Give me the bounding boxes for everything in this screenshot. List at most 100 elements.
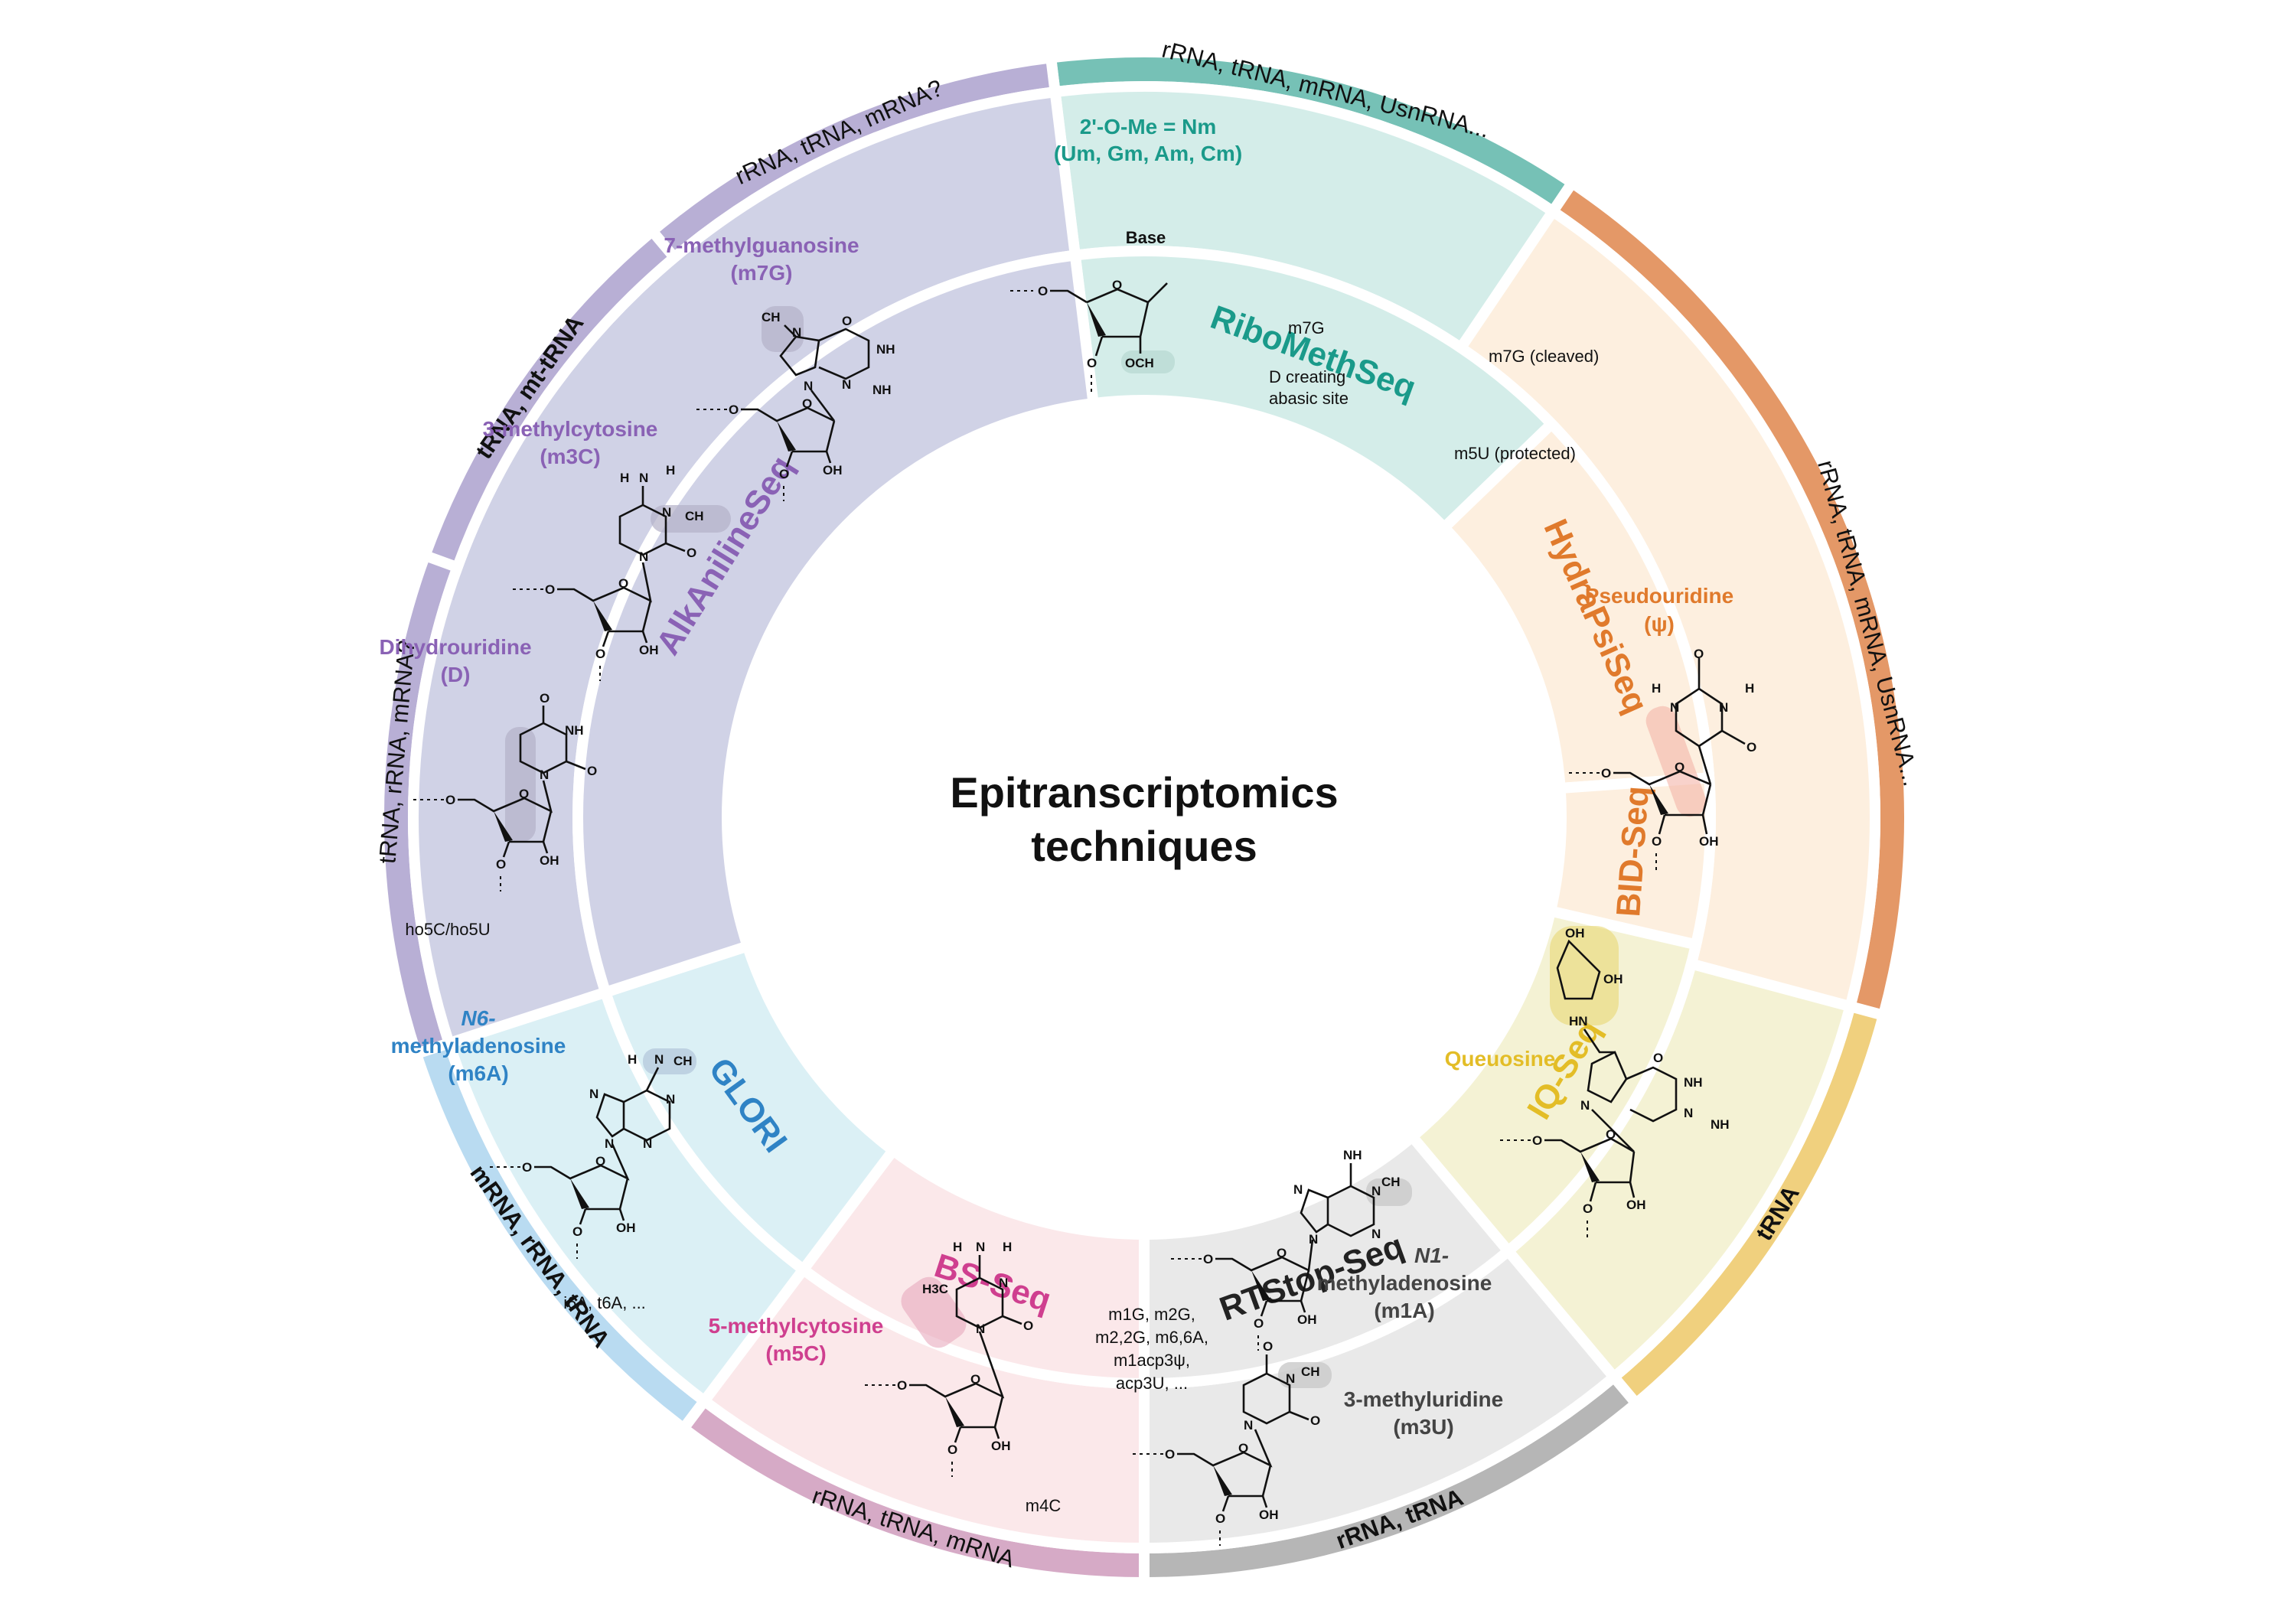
svg-text:N: N xyxy=(639,471,648,485)
dihydrouridine-structure: O NHN O O O O OH xyxy=(413,691,597,892)
svg-text:NH: NH xyxy=(1711,1117,1730,1132)
orange-mod-line2: (ψ) xyxy=(1644,612,1675,636)
gray-others-3: m1acp3ψ, xyxy=(1114,1351,1190,1370)
svg-text:O: O xyxy=(1238,1441,1248,1455)
svg-text:H: H xyxy=(1745,681,1754,696)
svg-text:H3C: H3C xyxy=(922,1282,948,1296)
wheel-sectors xyxy=(373,47,1915,1589)
svg-text:HN: HN xyxy=(1569,1014,1588,1028)
svg-text:O: O xyxy=(1746,740,1756,755)
gray-mod1-line3: (m1A) xyxy=(1374,1299,1434,1322)
svg-text:O: O xyxy=(587,764,597,778)
svg-text:O: O xyxy=(1694,647,1704,661)
teal-sector-content: 2'-O-Me = Nm (Um, Gm, Am, Cm) Base O O O… xyxy=(1010,115,1349,408)
teal-base-label: Base xyxy=(1126,228,1166,247)
svg-text:O: O xyxy=(1653,1051,1663,1065)
svg-text:O: O xyxy=(1112,278,1122,292)
svg-text:OH: OH xyxy=(540,853,559,868)
teal-mod-line2: (Um, Gm, Am, Cm) xyxy=(1054,142,1242,165)
svg-text:O: O xyxy=(540,691,550,706)
svg-text:O: O xyxy=(842,314,852,328)
svg-text:O: O xyxy=(779,467,789,481)
gray-others-4: acp3U, ... xyxy=(1116,1374,1188,1393)
gray-others-1: m1G, m2G, xyxy=(1108,1305,1195,1324)
svg-text:N: N xyxy=(1244,1418,1253,1433)
svg-text:O: O xyxy=(1038,284,1048,298)
purple-note: ho5C/ho5U xyxy=(405,920,490,939)
tech-label-bidseq: BID-Seq xyxy=(1609,785,1656,918)
svg-text:O: O xyxy=(1254,1316,1264,1331)
yellow-mod: Queuosine xyxy=(1445,1047,1556,1071)
svg-text:O: O xyxy=(1583,1201,1593,1216)
svg-text:O: O xyxy=(618,576,628,591)
purple-mod3-line2: (D) xyxy=(441,663,471,686)
svg-text:CH: CH xyxy=(673,1054,693,1068)
svg-text:N: N xyxy=(1286,1371,1295,1386)
center-title-line2: techniques xyxy=(1031,822,1257,870)
blue-mod-line2: methyladenosine xyxy=(391,1034,566,1058)
svg-text:N: N xyxy=(999,1276,1008,1290)
svg-text:H: H xyxy=(953,1240,962,1254)
blue-mod-line3: (m6A) xyxy=(448,1061,508,1085)
orange-note-m7g: m7G (cleaved) xyxy=(1489,347,1599,366)
purple-mod3-line1: Dihydrouridine xyxy=(379,635,531,659)
svg-text:NH: NH xyxy=(876,342,895,357)
purple-mod1-line1: 7-methylguanosine xyxy=(664,233,859,257)
svg-text:O: O xyxy=(1277,1246,1287,1260)
svg-text:N: N xyxy=(1684,1106,1693,1120)
svg-text:H: H xyxy=(620,471,629,485)
blue-mod-line1: N6- xyxy=(461,1006,495,1030)
center-disk xyxy=(792,465,1496,1169)
svg-text:OH: OH xyxy=(1565,926,1585,940)
svg-text:N: N xyxy=(1371,1227,1381,1241)
svg-text:O: O xyxy=(496,857,506,872)
svg-text:O: O xyxy=(1652,834,1662,849)
pink-mod-line1: 5-methylcytosine xyxy=(709,1314,884,1338)
svg-text:O: O xyxy=(897,1378,907,1393)
svg-text:OH: OH xyxy=(639,643,659,657)
pink-mod-line2: (m5C) xyxy=(765,1341,826,1365)
svg-text:O: O xyxy=(947,1442,957,1457)
outer-ring-purple-b xyxy=(418,223,682,575)
svg-text:H: H xyxy=(1003,1240,1012,1254)
blue-note: i6A, t6A, ... xyxy=(563,1293,646,1312)
svg-text:N: N xyxy=(1371,1184,1381,1198)
svg-text:CH: CH xyxy=(1301,1364,1320,1379)
svg-text:H: H xyxy=(628,1052,637,1067)
svg-text:O: O xyxy=(595,1154,605,1169)
svg-text:O: O xyxy=(522,1160,532,1175)
svg-text:N: N xyxy=(643,1136,652,1151)
svg-text:NH: NH xyxy=(1343,1148,1362,1162)
tech-segment-ribomethseq xyxy=(1069,246,1560,536)
svg-text:CH: CH xyxy=(1381,1175,1401,1189)
svg-text:H: H xyxy=(1652,681,1661,696)
purple-mod2-line2: (m3C) xyxy=(540,445,600,468)
svg-text:O: O xyxy=(1675,760,1684,774)
svg-text:O: O xyxy=(1263,1339,1273,1354)
svg-text:O: O xyxy=(970,1372,980,1387)
svg-text:N: N xyxy=(842,377,851,392)
svg-text:OH: OH xyxy=(823,463,843,478)
gray-sector-content: NH NCH N NN O O O OH N1- methyladenosine… xyxy=(1095,1148,1503,1546)
gray-mod2-line2: (m3U) xyxy=(1393,1415,1453,1439)
center-title-line1: Epitranscriptomics xyxy=(950,768,1338,817)
orange-sector-content: m7G (cleaved) m5U (protected) Pseudourid… xyxy=(1454,347,1756,872)
teal-note-d-line1: D creating xyxy=(1269,367,1345,386)
svg-text:O: O xyxy=(1601,766,1611,781)
svg-text:NH: NH xyxy=(872,383,892,397)
gray-mod1-line1: N1- xyxy=(1414,1244,1449,1267)
pseudouridine-structure: O HN NH O O O O OH xyxy=(1569,647,1756,872)
svg-text:OH: OH xyxy=(616,1221,636,1235)
teal-note-m7g: m7G xyxy=(1288,318,1325,337)
svg-text:O: O xyxy=(1310,1413,1320,1428)
svg-text:CH: CH xyxy=(685,509,704,523)
svg-text:O: O xyxy=(1203,1252,1213,1266)
svg-text:O: O xyxy=(802,396,812,411)
svg-text:O: O xyxy=(1606,1127,1616,1142)
